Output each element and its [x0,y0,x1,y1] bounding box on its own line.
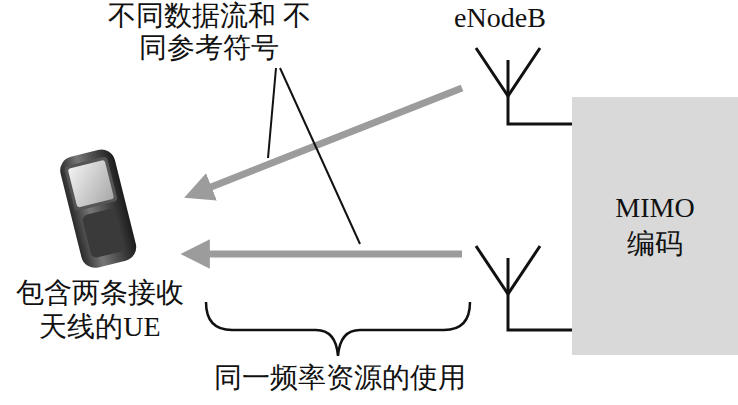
brace [206,302,470,356]
leader-line [280,68,360,244]
antenna-symbol [476,246,572,330]
signal-arrow [206,88,462,189]
box-label: MIMO 编码 [607,190,703,262]
encoder-box: MIMO 编码 [572,97,738,355]
antenna-symbol [476,48,572,124]
brace-caption: 同一频率资源的使用 [190,362,490,394]
signal-arrow [204,251,462,258]
callout-note: 不同数据流和 不同参考符号 [104,0,314,64]
ue-phone [57,147,139,271]
leader-line [268,68,276,158]
ue-caption: 包含两条接收 天线的UE [0,276,200,344]
station-name: eNodeB [440,2,560,34]
